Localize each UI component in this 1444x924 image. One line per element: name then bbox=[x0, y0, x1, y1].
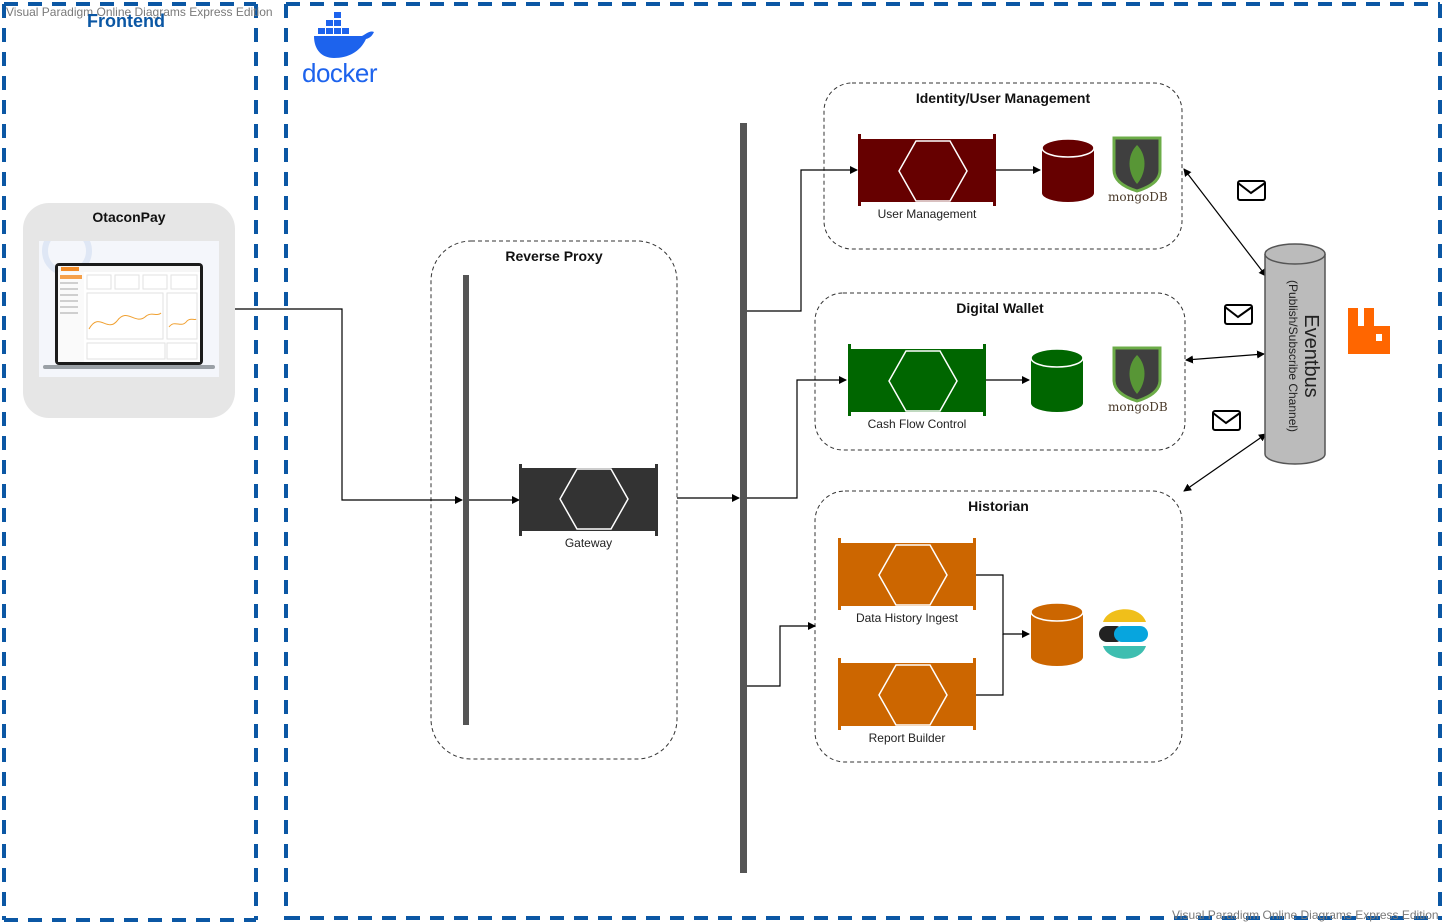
historian-title: Historian bbox=[968, 498, 1029, 514]
proxy-bus bbox=[463, 275, 469, 725]
cash-flow-control-label: Cash Flow Control bbox=[867, 417, 967, 431]
main-bus bbox=[740, 123, 747, 873]
data-history-ingest-service[interactable] bbox=[838, 538, 976, 610]
mongodb-wordmark: mongoDB bbox=[1108, 400, 1168, 414]
report-builder-service[interactable] bbox=[838, 658, 976, 730]
docker-label: docker bbox=[302, 58, 378, 88]
watermark-top: Visual Paradigm Online Diagrams Express … bbox=[6, 5, 273, 19]
wallet-database bbox=[1030, 348, 1084, 412]
envelope-icon bbox=[1237, 180, 1266, 201]
mongodb-leaf-icon bbox=[1112, 346, 1162, 403]
otaconpay-title: OtaconPay bbox=[92, 209, 166, 225]
envelope-icon bbox=[1212, 410, 1241, 431]
eventbus-subtitle: (Publish/Subscribe Channel) bbox=[1286, 279, 1300, 433]
identity-database bbox=[1041, 138, 1095, 202]
eventbus-cylinder bbox=[1264, 243, 1326, 465]
identity-title: Identity/User Management bbox=[915, 90, 1091, 106]
watermark-bottom: Visual Paradigm Online Diagrams Express … bbox=[1172, 908, 1439, 922]
docker-frame bbox=[284, 2, 1442, 920]
rabbitmq-icon bbox=[1348, 308, 1390, 354]
frontend-title: Frontend bbox=[87, 11, 165, 31]
gateway-service[interactable] bbox=[519, 464, 658, 536]
historian-database bbox=[1030, 602, 1084, 666]
mongodb-leaf-icon bbox=[1112, 136, 1162, 193]
otaconpay-app-card[interactable]: OtaconPay bbox=[23, 203, 235, 418]
frontend-frame bbox=[2, 2, 258, 922]
user-management-service[interactable] bbox=[858, 134, 996, 206]
laptop-dashboard-icon bbox=[39, 241, 219, 377]
user-management-label: User Management bbox=[877, 207, 977, 221]
identity-box bbox=[823, 82, 1183, 250]
data-history-ingest-label: Data History Ingest bbox=[855, 611, 959, 625]
report-builder-label: Report Builder bbox=[868, 731, 946, 745]
eventbus-label: Eventbus (Publish/Subscribe Channel) bbox=[1282, 266, 1322, 446]
eventbus-title: Eventbus bbox=[1300, 314, 1322, 398]
connectors bbox=[221, 166, 1267, 696]
wallet-title: Digital Wallet bbox=[956, 300, 1044, 316]
reverse-proxy-title: Reverse Proxy bbox=[505, 248, 603, 264]
wallet-box bbox=[814, 292, 1186, 451]
cash-flow-control-service[interactable] bbox=[848, 344, 986, 416]
docker-whale-icon bbox=[314, 12, 374, 58]
elasticsearch-icon bbox=[1099, 609, 1148, 659]
envelope-icon bbox=[1224, 304, 1253, 325]
mongodb-wordmark: mongoDB bbox=[1108, 190, 1168, 204]
gateway-label: Gateway bbox=[564, 536, 613, 550]
